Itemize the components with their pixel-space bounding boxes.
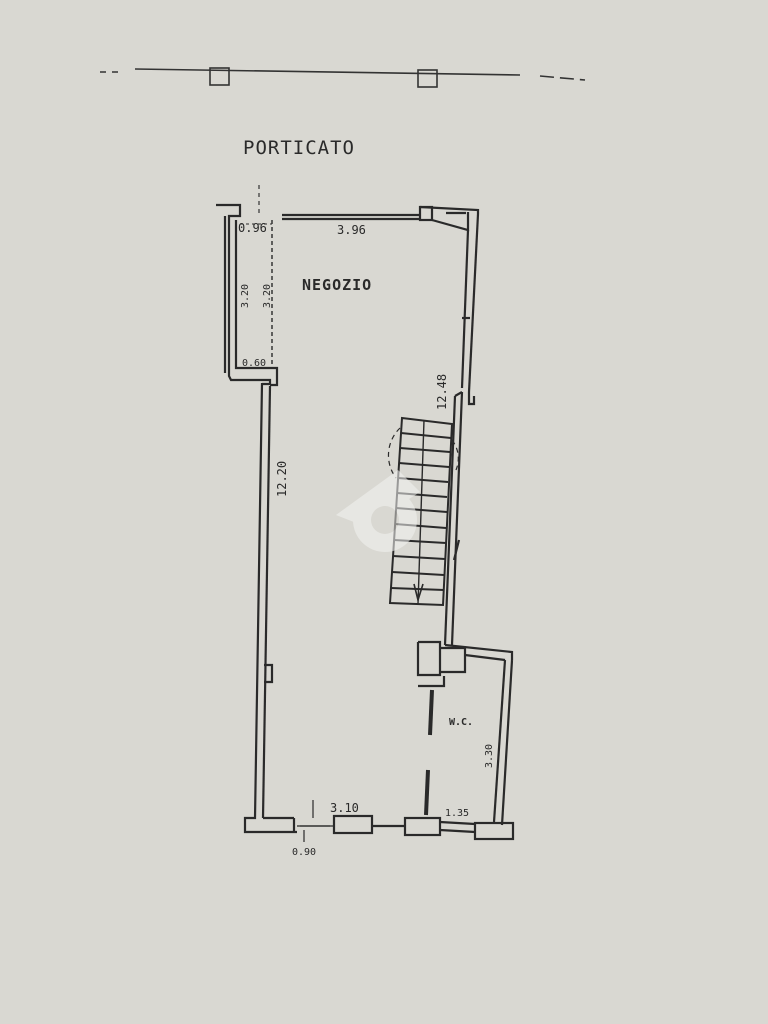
watermark-logo	[336, 470, 420, 552]
dim-door-width: 0.90	[292, 847, 316, 858]
dim-wc-height: 3.30	[484, 744, 495, 768]
staircase	[387, 416, 459, 607]
dim-step-width: 0.60	[242, 358, 266, 369]
walls	[216, 203, 515, 841]
bottom-pier-2	[403, 816, 442, 837]
porch-pillar-left	[209, 67, 230, 86]
label-porticato: PORTICATO	[243, 137, 355, 159]
dim-top-left-small: 0.96	[238, 221, 267, 235]
dim-bottom-right: 1.35	[445, 808, 469, 819]
label-wc: W.C.	[449, 717, 473, 728]
dimension-ticks	[300, 800, 330, 842]
dim-bottom-left: 3.10	[330, 801, 359, 815]
porch-pillar-right	[417, 69, 438, 88]
dim-right-long: 12.48	[435, 374, 449, 410]
label-negozio: NEGOZIO	[302, 276, 372, 294]
dim-left-long: 12.20	[275, 461, 289, 497]
dim-left-height-a: 3.20	[240, 284, 251, 308]
bottom-pier-1	[332, 814, 374, 835]
bottom-pier-3	[473, 821, 515, 841]
porch-line	[100, 67, 586, 88]
dim-left-height-b: 3.20	[262, 284, 273, 308]
dim-top-width: 3.96	[337, 223, 366, 237]
